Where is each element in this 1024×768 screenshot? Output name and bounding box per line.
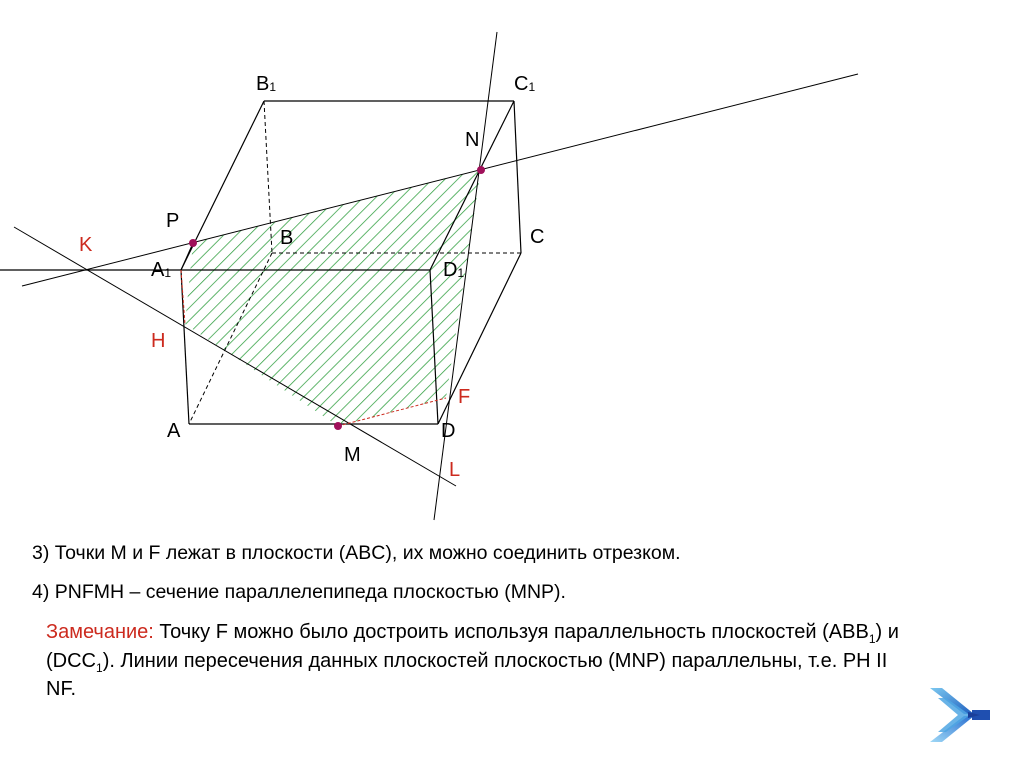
label-a: A xyxy=(167,420,181,442)
point-m xyxy=(334,422,342,430)
hidden-edges xyxy=(188,100,521,425)
note-text-2: ) и (DCC xyxy=(46,621,899,672)
label-a1: A1 xyxy=(151,259,172,281)
note-label: Замечание: xyxy=(46,621,154,643)
construction-lines xyxy=(13,31,859,521)
step-4-text: 4) PNFMH – сечение параллелепипеда плоск… xyxy=(32,581,566,603)
step-3-text: 3) Точки M и F лежат в плоскости (ABC), … xyxy=(32,542,681,564)
section-pnfmh xyxy=(185,170,481,426)
note-sub-1: 1 xyxy=(868,632,876,646)
point-p xyxy=(189,239,197,247)
note-sub-2: 1 xyxy=(96,660,103,675)
label-b1: B1 xyxy=(256,73,277,95)
label-c1: C1 xyxy=(514,73,536,95)
note-text-1: Точку F можно было достроить используя п… xyxy=(153,621,869,643)
section-traces xyxy=(180,269,447,427)
note-paragraph: Замечание: Точку F можно было достроить … xyxy=(46,619,906,702)
label-l: L xyxy=(449,459,461,481)
label-d: D xyxy=(441,420,456,442)
label-p: P xyxy=(166,210,180,232)
label-d1: D1 xyxy=(443,259,465,281)
parallelepiped-diagram xyxy=(0,31,859,521)
section-points xyxy=(189,166,485,430)
label-k: K xyxy=(79,234,93,256)
next-arrow-icon xyxy=(930,688,990,742)
label-n: N xyxy=(465,129,480,151)
label-m: M xyxy=(344,444,361,466)
label-f: F xyxy=(458,386,471,408)
next-arrow-button[interactable] xyxy=(928,686,992,744)
label-b: B xyxy=(280,227,294,249)
label-h: H xyxy=(151,330,166,352)
label-c: C xyxy=(530,226,545,248)
point-n xyxy=(477,166,485,174)
note-text-3: ). Линии пересечения данных плоскостей п… xyxy=(46,649,888,701)
